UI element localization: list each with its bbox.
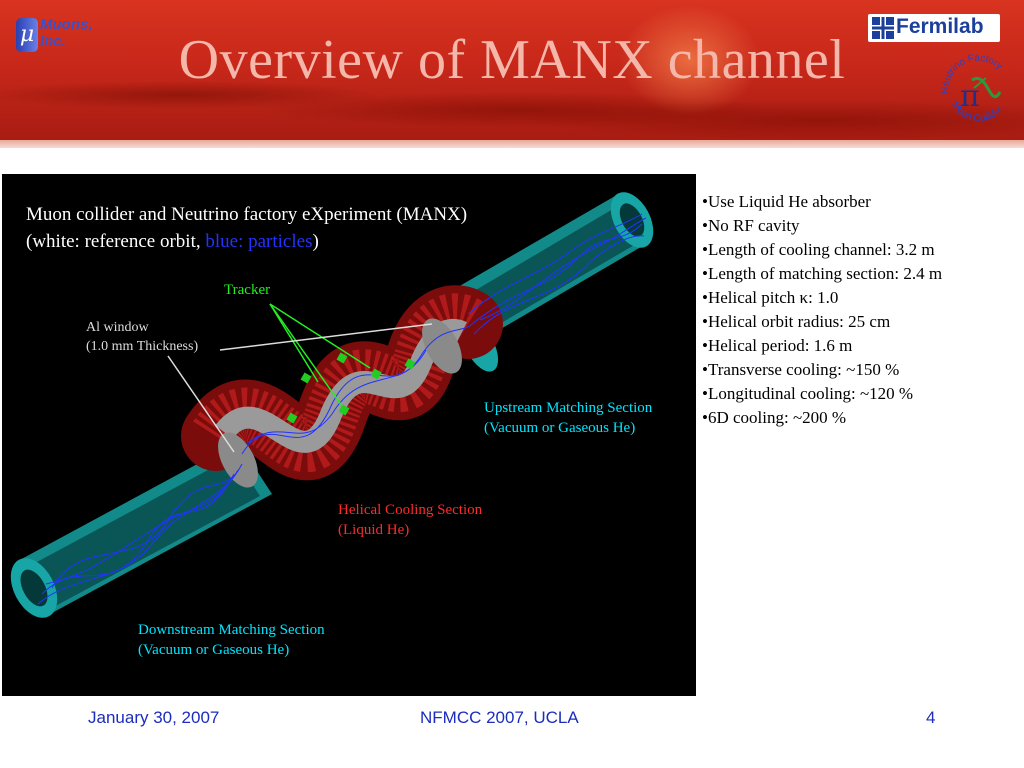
bullet-item: •6D cooling: ~200 %: [702, 408, 847, 427]
neutrino-factory-emblem: Neutrino Factory π Muon Collider: [938, 50, 1018, 130]
bullet-item: •Helical period: 1.6 m: [702, 336, 853, 355]
bullet-item: •No RF cavity: [702, 216, 800, 235]
muons-inc-logo: μ Muons, Inc.: [16, 14, 116, 64]
manx-channel-figure: Muon collider and Neutrino factory eXper…: [2, 174, 696, 696]
parameter-bullet-list: •Use Liquid He absorber •No RF cavity •L…: [702, 190, 1022, 430]
bullet-item: •Length of matching section: 2.4 m: [702, 264, 943, 283]
header-divider: [0, 140, 1024, 148]
upstream-section-label: Upstream Matching Section (Vacuum or Gas…: [484, 398, 652, 438]
bullet-item: •Helical orbit radius: 25 cm: [702, 312, 891, 331]
bullet-item: •Length of cooling channel: 3.2 m: [702, 240, 935, 259]
fermilab-mark-icon: [872, 17, 894, 39]
figure-caption-line2: (white: reference orbit, blue: particles…: [26, 231, 319, 253]
helical-section-label-line2: (Liquid He): [338, 522, 410, 538]
bullet-item: •Transverse cooling: ~150 %: [702, 360, 900, 379]
al-window-arrows: [167, 323, 433, 453]
figure-caption-blue: blue: particles: [205, 231, 313, 252]
header-banner: [0, 0, 1024, 140]
muons-logo-line2: Inc.: [40, 33, 66, 50]
bullet-item: •Helical pitch κ: 1.0: [702, 288, 839, 307]
downstream-pipe: [10, 442, 272, 618]
manx-channel-illustration: [10, 192, 654, 618]
downstream-section-label-line1: Downstream Matching Section: [138, 622, 325, 638]
al-window-label-line1: Al window: [86, 320, 149, 335]
helical-section-label: Helical Cooling Section (Liquid He): [338, 500, 482, 540]
tracker-label: Tracker: [224, 282, 271, 298]
upstream-section-label-line2: (Vacuum or Gaseous He): [484, 420, 636, 436]
downstream-section-label-line2: (Vacuum or Gaseous He): [138, 642, 290, 658]
helical-section-label-line1: Helical Cooling Section: [338, 502, 483, 518]
bullet-item: •Use Liquid He absorber: [702, 192, 871, 211]
footer-event: NFMCC 2007, UCLA: [420, 708, 579, 727]
tracker-planes: [286, 352, 416, 424]
figure-caption-line1: Muon collider and Neutrino factory eXper…: [26, 204, 468, 225]
figure-caption-suffix: ): [312, 231, 319, 252]
footer-date: January 30, 2007: [88, 708, 220, 727]
muons-logo-line1: Muons,: [40, 16, 93, 33]
fermilab-logo: Fermilab: [868, 14, 1000, 42]
bullet-item: •Longitudinal cooling: ~120 %: [702, 384, 914, 403]
al-window-label-line2: (1.0 mm Thickness): [86, 339, 199, 354]
neutrino-factory-emblem-icon: Neutrino Factory π Muon Collider: [940, 53, 1006, 125]
footer-page-number: 4: [926, 708, 936, 727]
slide-title: Overview of MANX channel: [178, 29, 846, 91]
muons-logo-text: Muons, Inc.: [40, 16, 93, 50]
particle-tracks: [37, 213, 647, 605]
tracker-arrows: [269, 303, 371, 407]
figure-caption-prefix: (white: reference orbit,: [26, 231, 206, 252]
mu-symbol: μ: [16, 18, 38, 52]
fermilab-name: Fermilab: [896, 15, 984, 38]
upstream-section-label-line1: Upstream Matching Section: [484, 400, 653, 416]
helical-cooling-coils: [181, 285, 503, 488]
al-window-label: Al window (1.0 mm Thickness): [86, 318, 198, 356]
downstream-section-label: Downstream Matching Section (Vacuum or G…: [138, 620, 325, 660]
